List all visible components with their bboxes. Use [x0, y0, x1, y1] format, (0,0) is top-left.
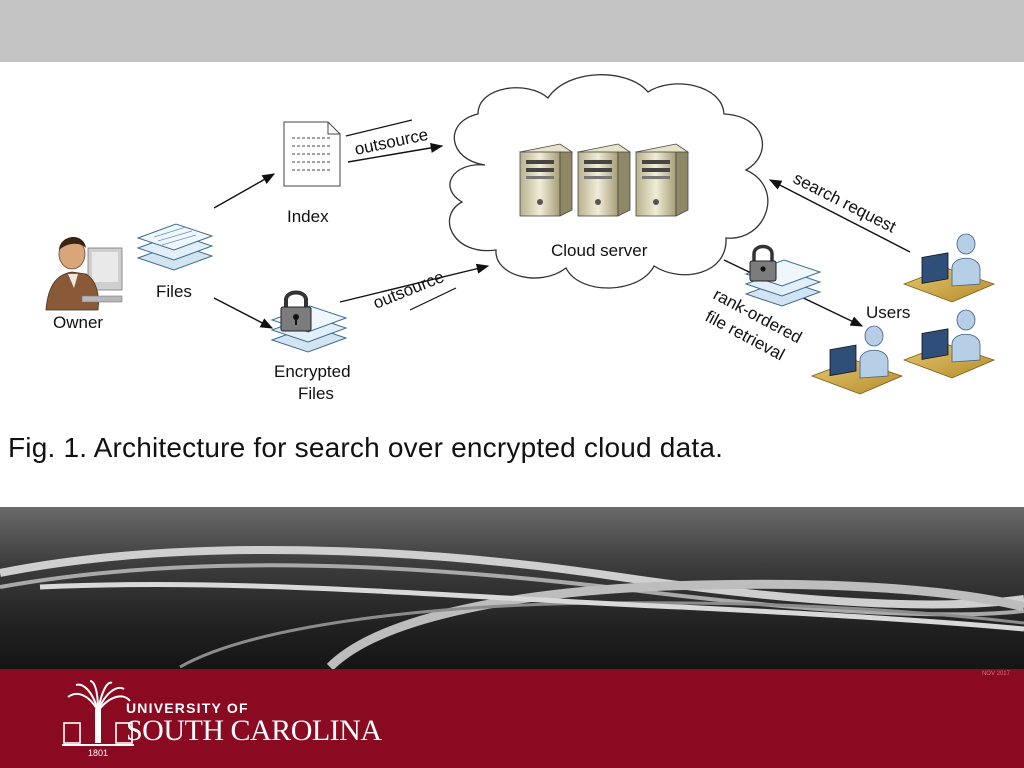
architecture-figure: Cloud server Owner Files	[0, 62, 1024, 507]
encrypted-files-label-line2: Files	[298, 384, 334, 403]
outsource-files-arrow	[339, 263, 490, 311]
seal-year: 1801	[88, 748, 108, 758]
university-line2: SOUTH CAROLINA	[126, 714, 382, 747]
owner-icon	[45, 236, 123, 311]
user-workstation-icon	[810, 325, 904, 395]
search-request-label: search request	[790, 169, 899, 237]
owner-label: Owner	[53, 313, 103, 332]
top-bar	[0, 0, 1024, 62]
index-document-icon	[283, 121, 341, 187]
users-label: Users	[866, 303, 910, 322]
user-workstation-icon	[902, 309, 996, 379]
files-icon	[136, 223, 214, 271]
retrieved-padlock-icon	[749, 244, 777, 282]
encrypted-files-label-line1: Encrypted	[274, 362, 351, 381]
server-icon	[518, 143, 690, 217]
university-line1: UNIVERSITY OF	[126, 700, 249, 716]
search-request-arrow	[768, 179, 911, 253]
figure-caption: Fig. 1. Architecture for search over enc…	[8, 432, 724, 463]
outsource-index-label: outsource	[353, 125, 430, 159]
files-to-index-arrow	[213, 173, 276, 209]
university-wordmark: UNIVERSITY OF SOUTH CAROLINA	[126, 700, 382, 746]
files-to-encrypted-arrow	[213, 297, 274, 329]
architecture-diagram: Cloud server Owner Files	[45, 74, 996, 403]
outsource-index-arrow	[345, 119, 444, 163]
index-label: Index	[287, 207, 329, 226]
cloud-server-label: Cloud server	[551, 241, 648, 260]
decorative-band	[0, 507, 1024, 669]
padlock-icon	[280, 290, 312, 332]
footer-band	[0, 669, 1024, 768]
corner-mark: NOV 2017	[981, 671, 1010, 677]
swoosh-graphic	[0, 545, 1024, 669]
outsource-files-label: outsource	[370, 267, 446, 313]
usc-palmetto-logo-icon: 1801	[62, 680, 134, 758]
files-label: Files	[156, 282, 192, 301]
user-workstation-icon	[902, 233, 996, 303]
